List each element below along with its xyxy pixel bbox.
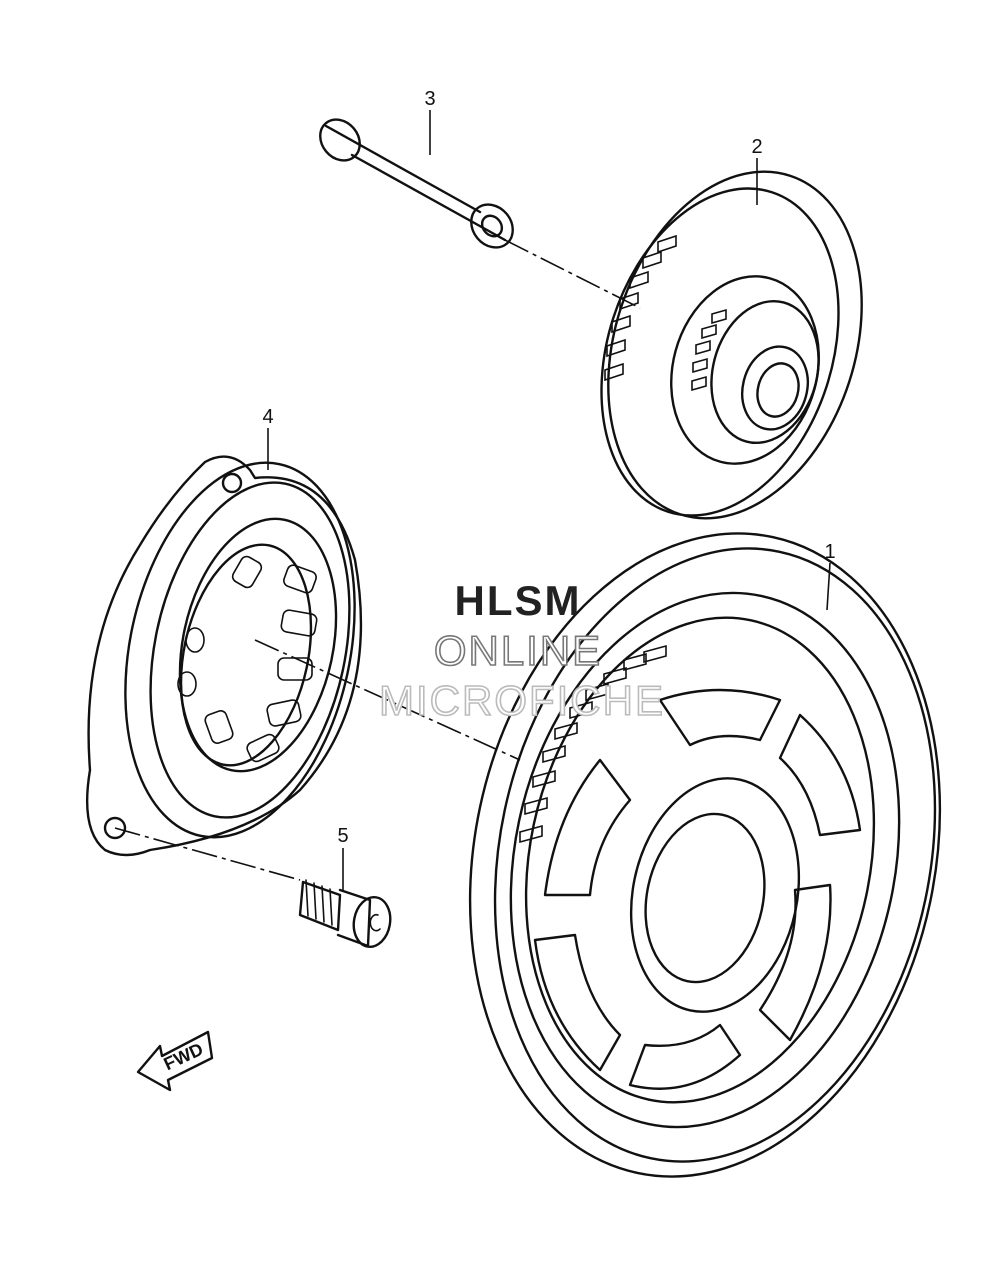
callout-5: 5	[337, 825, 348, 847]
watermark-line1: HLSM	[455, 577, 582, 624]
ring-gear-part	[468, 532, 942, 1178]
shaft-part	[319, 118, 514, 249]
callout-3: 3	[424, 88, 435, 110]
center-lines	[114, 239, 641, 881]
callout-1: 1	[824, 541, 835, 563]
watermark-line3: MICROFICHE	[379, 677, 665, 724]
watermark-line2: ONLINE	[434, 627, 602, 674]
callout-4: 4	[262, 406, 273, 428]
callout-2: 2	[751, 136, 762, 158]
callout-leaders	[267, 110, 831, 892]
fwd-arrow-icon: FWD	[136, 1030, 214, 1092]
bolt-part	[298, 879, 392, 949]
idler-gear-part	[600, 170, 863, 520]
starter-clutch-part	[85, 455, 363, 857]
watermark: HLSM ONLINE MICROFICHE	[378, 577, 665, 725]
